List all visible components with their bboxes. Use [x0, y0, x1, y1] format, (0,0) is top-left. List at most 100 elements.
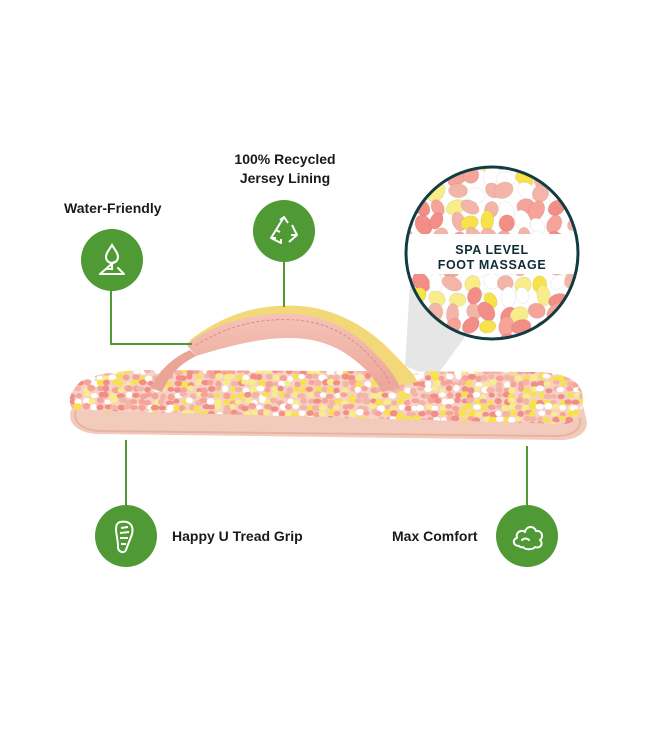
- bead: [90, 393, 99, 399]
- bead: [354, 386, 361, 393]
- bead: [494, 370, 503, 375]
- bead: [111, 370, 118, 375]
- bead: [272, 374, 280, 381]
- bead: [370, 398, 377, 404]
- connector-tread: [125, 440, 127, 506]
- bead: [74, 386, 82, 392]
- bead: [355, 374, 364, 381]
- bead: [69, 423, 74, 424]
- bead-closeup: [577, 182, 597, 200]
- bead: [305, 386, 314, 392]
- bead: [165, 381, 172, 387]
- bead: [418, 373, 425, 379]
- bead: [215, 385, 222, 391]
- bead: [97, 385, 104, 392]
- bead: [495, 416, 504, 422]
- bead-closeup: [527, 200, 546, 222]
- bead: [87, 384, 96, 392]
- bead: [234, 399, 242, 405]
- bead-closeup: [500, 286, 516, 309]
- bead: [138, 379, 147, 386]
- bead: [461, 370, 468, 375]
- bead: [495, 386, 503, 393]
- bead: [454, 396, 461, 404]
- bead: [132, 374, 140, 381]
- bead: [530, 399, 538, 406]
- bead-closeup: [560, 320, 578, 336]
- bead: [269, 397, 278, 404]
- bead: [528, 416, 537, 422]
- bead: [299, 386, 307, 393]
- bead: [215, 372, 223, 380]
- bead: [466, 397, 475, 404]
- bead-closeup: [413, 167, 433, 174]
- bead: [318, 410, 326, 417]
- bead: [542, 373, 551, 379]
- bead: [144, 375, 153, 382]
- water-friendly-label: Water-Friendly: [64, 200, 162, 216]
- bead: [374, 410, 382, 417]
- bead: [94, 370, 103, 374]
- bead: [564, 399, 572, 405]
- bead: [154, 370, 162, 374]
- bead: [355, 370, 363, 373]
- bead: [292, 373, 299, 380]
- bead: [83, 391, 91, 398]
- bead: [124, 385, 133, 392]
- bead: [434, 397, 442, 404]
- bead: [195, 379, 202, 386]
- bead: [364, 372, 372, 380]
- bead: [347, 370, 355, 375]
- bead: [579, 393, 583, 400]
- bead: [444, 379, 453, 385]
- bead: [570, 370, 578, 374]
- bead: [495, 381, 503, 388]
- bead: [284, 403, 292, 410]
- bead: [431, 385, 439, 391]
- bead: [460, 391, 469, 397]
- bead: [483, 416, 490, 423]
- recycle-icon: [270, 216, 298, 244]
- bead: [292, 386, 300, 392]
- bead: [158, 398, 165, 406]
- bead-closeup: [579, 261, 602, 280]
- bead: [185, 397, 194, 404]
- bead: [467, 387, 475, 394]
- bead: [243, 370, 250, 374]
- bead: [341, 373, 350, 380]
- recycled-lining-label: 100% Recycled Jersey Lining: [223, 150, 347, 188]
- bead: [446, 392, 454, 399]
- bead: [346, 403, 355, 410]
- bead: [535, 403, 544, 410]
- bead: [566, 386, 574, 392]
- callout-line1: SPA LEVEL: [455, 243, 529, 257]
- bead: [559, 411, 566, 417]
- bead: [103, 370, 111, 376]
- bead: [333, 410, 341, 417]
- bead: [398, 404, 406, 411]
- bead: [307, 392, 315, 398]
- bead: [404, 399, 411, 406]
- bead: [508, 375, 516, 382]
- bead: [287, 376, 294, 382]
- bead: [473, 391, 481, 398]
- bead: [557, 370, 565, 376]
- recycled-lining-line2: Jersey Lining: [239, 170, 331, 186]
- bead: [416, 404, 424, 412]
- bead: [133, 370, 140, 375]
- bead: [214, 392, 221, 398]
- bead: [278, 380, 287, 387]
- bead: [508, 370, 516, 374]
- bead: [355, 381, 362, 388]
- recycled-lining-line1: 100% Recycled: [234, 151, 336, 167]
- bead: [558, 415, 566, 421]
- bead: [486, 386, 495, 394]
- bead: [381, 392, 389, 398]
- bead: [445, 373, 454, 380]
- bead: [545, 388, 553, 394]
- bead: [401, 393, 411, 400]
- bead: [174, 370, 183, 376]
- bead: [222, 379, 231, 386]
- bead: [167, 386, 175, 392]
